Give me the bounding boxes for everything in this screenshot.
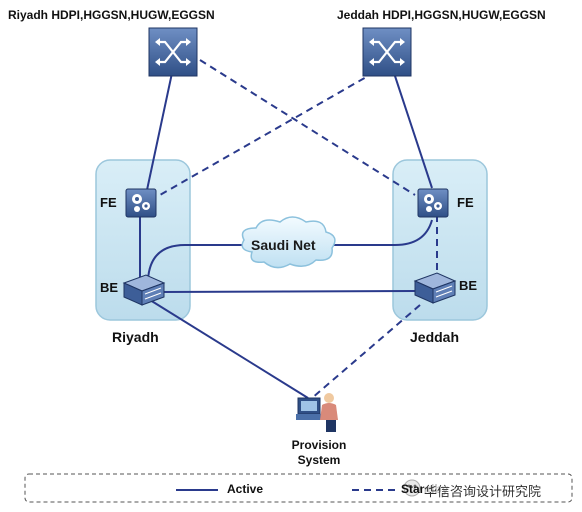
switch-icon — [158, 40, 188, 64]
jeddah-be-device — [413, 272, 457, 304]
link-riyadh-gw-jeddah-fe — [199, 59, 416, 196]
cloud-icon — [241, 216, 336, 269]
switch-icon — [372, 40, 402, 64]
watermark-icon — [403, 479, 421, 497]
jeddah-gateway-switch — [362, 27, 412, 77]
riyadh-site-box — [95, 159, 191, 321]
riyadh-fe-label: FE — [100, 195, 117, 210]
riyadh-be-label: BE — [100, 280, 119, 295]
link-saudinet-jeddah-fe — [330, 219, 433, 246]
provision-system-label: Provision System — [283, 438, 355, 468]
riyadh-gateway-label: Riyadh HDPI,HGGSN,HUGW,EGGSN — [8, 8, 215, 22]
jeddah-be-label: BE — [459, 278, 478, 293]
link-riyadh-be-provision — [149, 299, 309, 399]
riyadh-gateway-switch — [148, 27, 198, 77]
provision-line-1: Provision — [291, 438, 347, 452]
link-riyadh-be-saudinet — [147, 244, 252, 281]
watermark-text: 华信咨询设计研究院 — [424, 481, 542, 500]
active-links — [139, 72, 433, 399]
link-riyadh-gw-fe — [146, 72, 173, 191]
jeddah-fe-device — [417, 188, 449, 218]
link-jeddah-gw-riyadh-fe — [159, 71, 376, 196]
provision-line-2: System — [297, 453, 341, 467]
link-jeddah-gw-fe — [393, 72, 433, 189]
riyadh-site-label: Riyadh — [112, 329, 159, 345]
legend-active-label: Active — [227, 482, 264, 496]
riyadh-be-device — [122, 274, 166, 306]
link-riyadh-be-jeddah-be — [159, 290, 416, 293]
standby-links — [159, 59, 438, 399]
saudi-net-label: Saudi Net — [251, 237, 316, 253]
jeddah-gateway-label: Jeddah HDPI,HGGSN,HUGW,EGGSN — [337, 8, 546, 22]
operator-icon — [296, 393, 338, 432]
jeddah-site-label: Jeddah — [410, 329, 460, 345]
jeddah-fe-label: FE — [457, 195, 474, 210]
legend-box — [24, 473, 573, 503]
riyadh-fe-device — [125, 188, 157, 218]
